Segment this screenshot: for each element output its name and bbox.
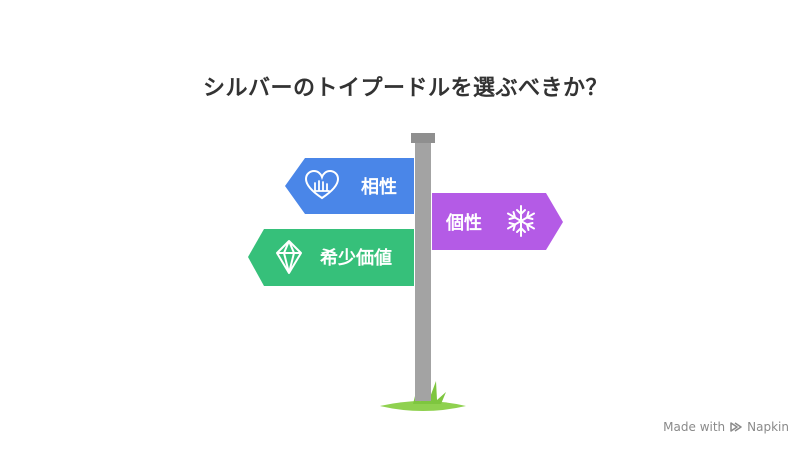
signpost-cap: [411, 133, 435, 143]
sign-label-compatibility: 相性: [361, 176, 397, 198]
napkin-logo-icon: [730, 422, 742, 432]
sign-label-rarity: 希少価値: [320, 247, 392, 269]
page-title: シルバーのトイプードルを選ぶべきか？: [202, 76, 608, 101]
diamond-icon: [276, 240, 302, 274]
napkin-watermark[interactable]: Made with Napkin: [663, 420, 789, 434]
sign-individuality: 個性: [432, 193, 563, 250]
snowflake-icon: [507, 205, 535, 237]
watermark-made-with: Made with: [663, 420, 726, 434]
watermark-brand: Napkin: [747, 420, 789, 434]
sign-label-individuality: 個性: [445, 212, 482, 234]
sign-compatibility: 相性: [285, 158, 414, 214]
heart-handshake-icon: [304, 169, 340, 200]
sign-rarity: 希少価値: [248, 229, 414, 286]
signpost-pole: [415, 143, 431, 401]
